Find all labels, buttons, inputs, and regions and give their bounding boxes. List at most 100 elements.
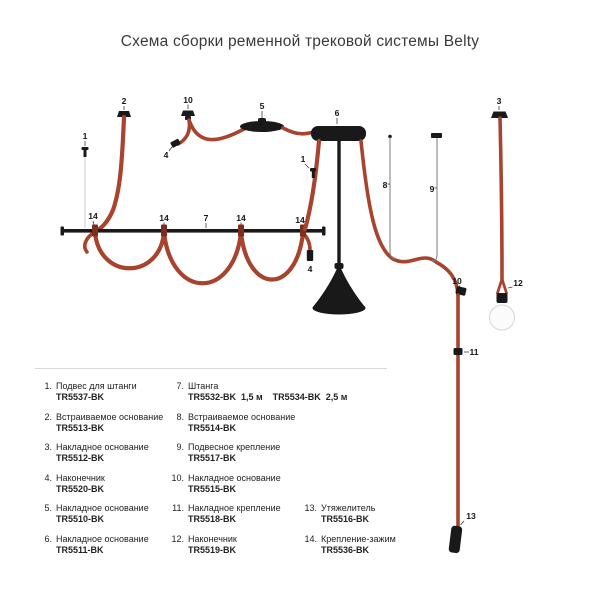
legend-item-name: Накладное основание bbox=[188, 472, 281, 483]
callout-4-mid: 4 bbox=[164, 150, 169, 160]
weight-13 bbox=[448, 520, 465, 554]
legend-item-code: TR5514-BK bbox=[188, 422, 237, 433]
legend-item-code: TR5536-BK bbox=[321, 544, 370, 555]
callout-11: 11 bbox=[469, 347, 478, 357]
legend-item-code: TR5519-BK bbox=[188, 544, 237, 555]
belt-clamps-14 bbox=[92, 220, 306, 237]
callout-14-b: 14 bbox=[159, 213, 169, 223]
legend-item-11: 11. Накладное крепление TR5518-BK bbox=[169, 503, 302, 525]
legend-item-7: 7. Штанга TR5532-BK 1,5 м TR5534-BK 2,5 … bbox=[169, 381, 347, 403]
callout-labels: 1 2 10 4 5 6 1 8 9 3 14 14 7 14 14 4 10 … bbox=[83, 95, 523, 521]
callout-5: 5 bbox=[260, 101, 265, 111]
legend-item-code: TR5512-BK bbox=[56, 453, 105, 463]
legend-item-code: TR5513-BK bbox=[56, 422, 105, 433]
legend-item-3: 3. Накладное основание TR5512-BK bbox=[37, 442, 169, 464]
legend-item-number: 2. bbox=[44, 411, 52, 422]
legend-item-number: 8. bbox=[176, 411, 184, 422]
ceiling-canopy-2 bbox=[117, 106, 131, 117]
legend-column-3: 13. Утяжелитель TR5516-BK 14. Крепление-… bbox=[302, 381, 422, 564]
callout-14-c: 14 bbox=[236, 213, 246, 223]
legend-item-number: 5. bbox=[44, 503, 52, 513]
legend-item-10: 10. Накладное основание TR5515-BK bbox=[169, 473, 302, 495]
callout-9: 9 bbox=[430, 184, 435, 194]
callout-1-right: 1 bbox=[301, 154, 306, 164]
rod-pendant-1-right bbox=[304, 163, 316, 178]
legend-item-number: 9. bbox=[176, 442, 184, 452]
legend-column-1: 1. Подвес для штанги TR5537-BK 2. Встраи… bbox=[37, 381, 169, 564]
callout-14-d: 14 bbox=[295, 215, 305, 225]
surface-base-5 bbox=[240, 111, 316, 136]
callout-6: 6 bbox=[335, 108, 340, 118]
recessed-base-8-wire bbox=[387, 134, 396, 259]
legend: 1. Подвес для штанги TR5537-BK 2. Встраи… bbox=[37, 381, 422, 564]
legend-item-code: TR5510-BK bbox=[56, 514, 105, 524]
legend-item-name: Встраиваемое основание bbox=[56, 411, 164, 422]
surface-base-6 bbox=[311, 118, 366, 141]
legend-item-name: Накладное основание bbox=[56, 533, 149, 544]
callout-4-right: 4 bbox=[308, 264, 313, 274]
legend-item-name: Крепление-зажим bbox=[321, 533, 396, 544]
rod-pendant-1-left bbox=[81, 141, 89, 228]
legend-item-number: 12. bbox=[171, 533, 184, 544]
track-rod-7 bbox=[60, 226, 326, 236]
page-title: Схема сборки ременной трековой системы B… bbox=[120, 33, 480, 50]
legend-item-code: TR5518-BK bbox=[188, 514, 237, 524]
legend-item-name: Накладное основание bbox=[56, 503, 149, 513]
end-tip-4-right bbox=[306, 250, 314, 261]
belt-canopy6-left bbox=[302, 138, 322, 232]
legend-item-name: Подвесное крепление bbox=[188, 442, 281, 452]
belt-drapes bbox=[92, 230, 312, 286]
legend-item-code: TR5532-BK 1,5 м TR5534-BK 2,5 м bbox=[188, 392, 348, 402]
callout-1-left: 1 bbox=[83, 131, 88, 141]
legend-item-name: Накладное основание bbox=[56, 442, 149, 452]
legend-item-number: 4. bbox=[44, 472, 52, 483]
callout-8: 8 bbox=[383, 180, 388, 190]
legend-item-name: Наконечник bbox=[56, 472, 105, 483]
legend-item-number: 13. bbox=[304, 503, 317, 513]
legend-item-8: 8. Встраиваемое основание TR5514-BK bbox=[169, 412, 302, 434]
belt-mid bbox=[176, 118, 246, 146]
callout-10-mid: 10 bbox=[183, 95, 193, 105]
legend-item-number: 14. bbox=[304, 533, 317, 544]
surface-base-10-mid bbox=[181, 104, 195, 120]
legend-item-12: 12. Наконечник TR5519-BK bbox=[169, 534, 302, 556]
legend-item-name: Утяжелитель bbox=[321, 503, 376, 513]
belt-right-span bbox=[359, 139, 460, 297]
suspension-mount-9-wire bbox=[431, 133, 442, 262]
legend-item-name: Наконечник bbox=[188, 533, 237, 544]
legend-item-number: 11. bbox=[172, 503, 184, 513]
end-tip-4-mid bbox=[168, 138, 181, 152]
legend-item-code: TR5516-BK bbox=[321, 514, 370, 524]
legend-item-name: Встраиваемое основание bbox=[188, 411, 296, 422]
legend-item-2: 2. Встраиваемое основание TR5513-BK bbox=[37, 412, 169, 434]
callout-10-right: 10 bbox=[452, 276, 462, 286]
legend-item-number: 7. bbox=[176, 381, 184, 391]
legend-item-code: TR5520-BK bbox=[56, 483, 105, 494]
legend-item-number: 3. bbox=[44, 442, 52, 452]
legend-item-number: 1. bbox=[44, 381, 52, 391]
callout-3: 3 bbox=[497, 96, 502, 106]
ceiling-canopy-3 bbox=[491, 106, 508, 118]
legend-item-name: Подвес для штанги bbox=[56, 381, 137, 391]
callout-2: 2 bbox=[122, 96, 127, 106]
callout-12: 12 bbox=[513, 278, 523, 288]
legend-item-code: TR5511-BK bbox=[56, 544, 104, 555]
callout-7: 7 bbox=[204, 213, 209, 223]
surface-clamp-11 bbox=[453, 348, 469, 355]
legend-item-9: 9. Подвесное крепление TR5517-BK bbox=[169, 442, 302, 464]
legend-item-number: 10. bbox=[171, 472, 184, 483]
legend-item-code: TR5515-BK bbox=[188, 483, 237, 494]
ball-lamp-12 bbox=[489, 116, 515, 331]
callout-13: 13 bbox=[466, 511, 476, 521]
legend-item-name: Штанга bbox=[188, 381, 219, 391]
legend-item-code: TR5537-BK bbox=[56, 392, 105, 402]
legend-item-number: 6. bbox=[44, 533, 52, 544]
legend-item-6: 6. Накладное основание TR5511-BK bbox=[37, 534, 169, 556]
legend-item-14: 14. Крепление-зажим TR5536-BK bbox=[302, 534, 422, 556]
legend-item-5: 5. Накладное основание TR5510-BK bbox=[37, 503, 169, 525]
pendant-lamp-cone bbox=[312, 141, 366, 315]
legend-divider bbox=[35, 368, 387, 369]
legend-item-code: TR5517-BK bbox=[188, 453, 237, 463]
